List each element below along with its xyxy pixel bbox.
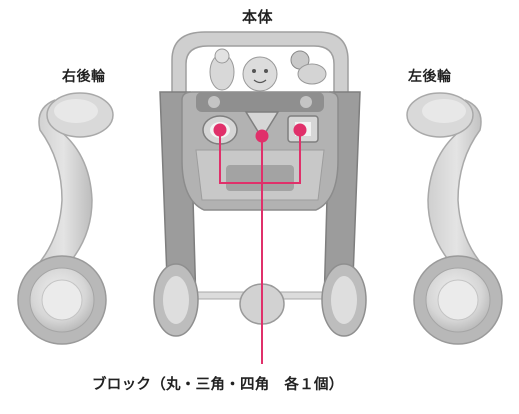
left-rear-wheel-label: 左後輪 [408,69,452,85]
block-marker-triangle [255,129,269,143]
block-marker-square [293,123,307,137]
blocks-caption: ブロック（丸・三角・四角 各１個） [92,377,344,393]
right-rear-wheel-label: 右後輪 [62,69,106,85]
left-rear-wheel-part [406,92,503,345]
block-marker-circle [213,123,227,137]
block-leader-dots [213,123,307,143]
block-slot-triangle [244,111,280,140]
right-rear-wheel-part [17,92,114,345]
main-body-label: 本体 [242,8,274,26]
toy-figures [209,48,327,92]
block-leader-lines [219,130,301,364]
